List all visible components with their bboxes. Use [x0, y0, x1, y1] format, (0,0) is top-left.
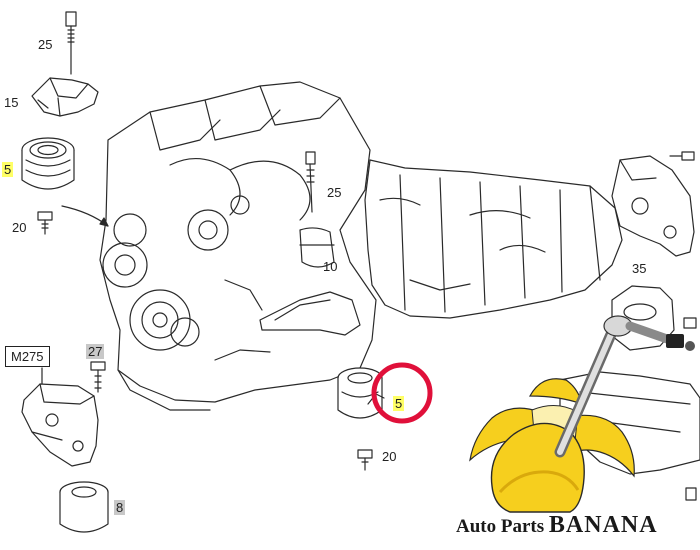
engine-mount-5-left — [21, 137, 75, 190]
bolt-25-top — [65, 11, 77, 75]
bolt-top-right — [669, 151, 695, 161]
bracket-15 — [31, 77, 99, 117]
callout-m275: M275 — [5, 346, 50, 367]
banana-logo-icon — [469, 315, 695, 513]
engine-mount-5-center — [337, 367, 385, 419]
callout-15: 15 — [4, 95, 19, 110]
bolt-20-left — [37, 211, 53, 235]
transmission-bracket-right — [611, 155, 695, 257]
callout-25-top: 25 — [38, 37, 53, 52]
callout-8: 8 — [114, 500, 126, 515]
transmission-illustration — [364, 159, 623, 319]
cup-mount-8 — [59, 481, 109, 533]
brand-text-part1: Auto Parts — [456, 516, 549, 537]
brand-logo-text: Auto Parts BANANA — [456, 512, 658, 539]
bolt-20-center — [357, 449, 373, 471]
callout-25-mid: 25 — [327, 185, 342, 200]
engine-block-illustration — [99, 81, 377, 411]
arrow-head — [99, 217, 109, 227]
brand-text-part2: BANANA — [548, 512, 658, 538]
bolt-25-mid — [305, 151, 316, 213]
bolt-27 — [90, 361, 106, 393]
mount-bracket-m275 — [21, 367, 99, 467]
callout-5-center: 5 — [393, 396, 405, 411]
callout-5-left: 5 — [2, 162, 14, 177]
highlight-circle-marker — [371, 362, 433, 424]
callout-20-left: 20 — [12, 220, 27, 235]
callout-20-center: 20 — [382, 449, 397, 464]
callout-35: 35 — [632, 261, 647, 276]
callout-10: 10 — [323, 259, 338, 274]
callout-27: 27 — [86, 344, 105, 359]
